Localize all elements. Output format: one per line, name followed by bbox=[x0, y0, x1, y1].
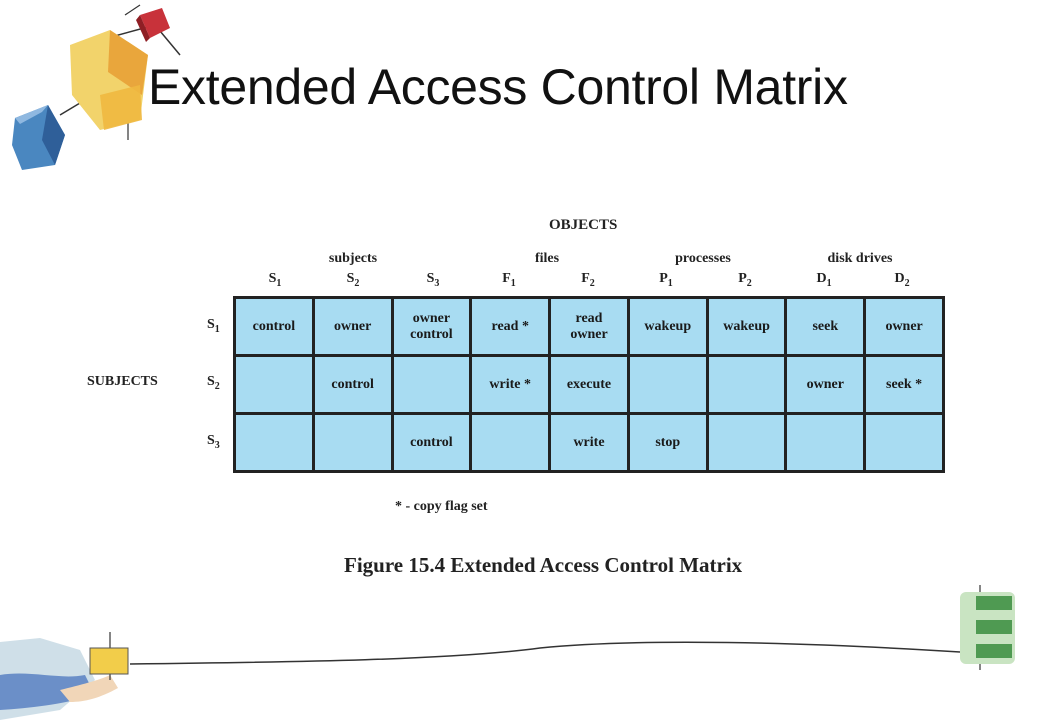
decorative-cubes-graphic bbox=[12, 4, 181, 170]
matrix-cell: owner bbox=[314, 299, 391, 354]
matrix-cell bbox=[472, 415, 549, 470]
copy-flag-legend: * - copy flag set bbox=[395, 499, 488, 514]
matrix-cell bbox=[314, 415, 391, 470]
column-header-f1: F1 bbox=[502, 271, 516, 289]
matrix-cell: owner control bbox=[393, 299, 470, 354]
matrix-cell: read owner bbox=[551, 299, 627, 354]
matrix-cell bbox=[787, 415, 864, 470]
matrix-cell: write * bbox=[472, 357, 549, 412]
matrix-cell bbox=[708, 357, 785, 412]
column-header-d1: D1 bbox=[816, 271, 832, 289]
matrix-cell: execute bbox=[551, 357, 627, 412]
column-header-s3: S3 bbox=[426, 271, 440, 289]
decorative-bottom-strip bbox=[0, 585, 1015, 720]
group-label-files: files bbox=[534, 251, 560, 266]
matrix-cell: control bbox=[393, 415, 470, 470]
figure-caption: Figure 15.4 Extended Access Control Matr… bbox=[344, 553, 743, 577]
row-header-s1: S1 bbox=[207, 317, 220, 335]
matrix-cell bbox=[708, 415, 785, 470]
objects-label: OBJECTS bbox=[549, 217, 618, 233]
matrix-cell: control bbox=[236, 299, 312, 354]
column-header-f2: F2 bbox=[581, 271, 595, 289]
matrix-cell: seek bbox=[787, 299, 864, 354]
row-header-s3: S3 bbox=[207, 433, 220, 451]
row-header-s2: S2 bbox=[207, 374, 220, 392]
group-label-processes: processes bbox=[675, 251, 731, 266]
group-label-subjects: subjects bbox=[328, 251, 378, 266]
matrix-cell: write bbox=[551, 415, 627, 470]
matrix-cell: owner bbox=[866, 299, 942, 354]
matrix-cell: control bbox=[314, 357, 391, 412]
matrix-cell bbox=[236, 357, 312, 412]
matrix-cell bbox=[236, 415, 312, 470]
subjects-label: SUBJECTS bbox=[87, 374, 158, 389]
column-header-s1: S1 bbox=[268, 271, 282, 289]
column-header-s2: S2 bbox=[346, 271, 360, 289]
matrix-cell bbox=[629, 357, 706, 412]
group-label-disk-drives: disk drives bbox=[827, 251, 893, 266]
matrix-cell: owner bbox=[787, 357, 864, 412]
column-header-d2: D2 bbox=[894, 271, 910, 289]
matrix-cell: stop bbox=[629, 415, 706, 470]
matrix-cell: seek * bbox=[866, 357, 942, 412]
matrix-cell: wakeup bbox=[708, 299, 785, 354]
matrix-grid: control owner owner control read * read … bbox=[233, 296, 945, 473]
matrix-cell bbox=[393, 357, 470, 412]
column-header-p2: P2 bbox=[738, 271, 752, 289]
matrix-cell: wakeup bbox=[629, 299, 706, 354]
matrix-cell: read * bbox=[472, 299, 549, 354]
matrix-cell bbox=[866, 415, 942, 470]
slide-title: Extended Access Control Matrix bbox=[148, 59, 848, 115]
column-header-p1: P1 bbox=[659, 271, 673, 289]
